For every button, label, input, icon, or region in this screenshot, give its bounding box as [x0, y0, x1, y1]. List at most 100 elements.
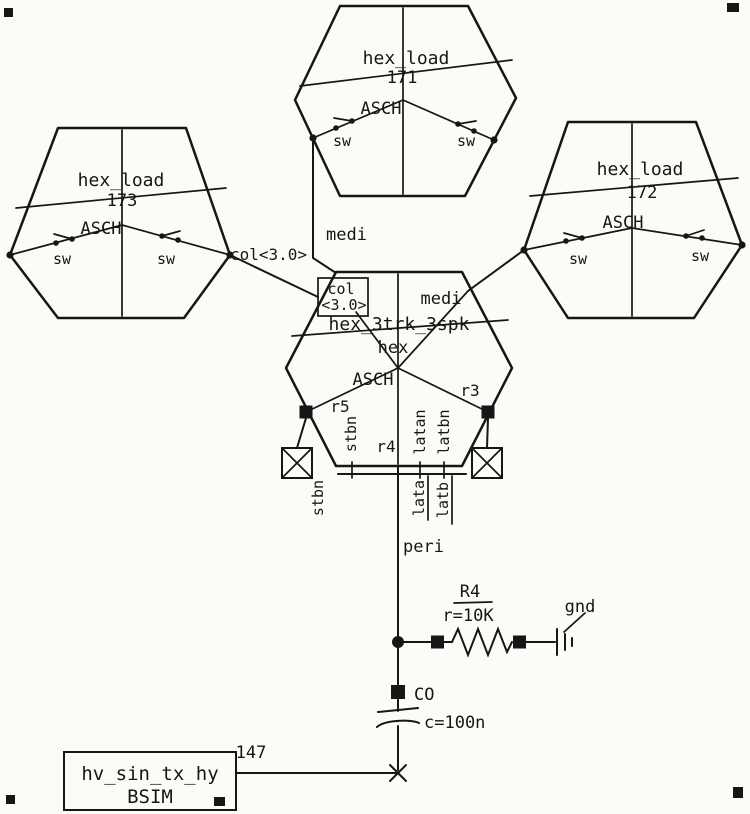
hex-load-172-asch-label: ASCH	[603, 213, 644, 233]
hex-load-171-spoke-left	[312, 99, 404, 139]
hex-load-173-node-left	[6, 251, 14, 259]
hex-load-171-num: 171	[387, 68, 418, 88]
pin-stbn-label: stbn	[342, 416, 360, 452]
switch-dot	[53, 240, 59, 246]
scan-artifact	[733, 787, 743, 798]
pin-r4-label: r4	[376, 437, 395, 456]
node-147-label: 147	[236, 743, 267, 763]
cap-plate-bottom	[376, 719, 420, 728]
cap-plate-top	[377, 707, 419, 713]
switch-blade-icon	[333, 117, 353, 122]
ground-icon	[556, 628, 573, 656]
hex-load-173-spoke-left	[9, 224, 123, 256]
x-junction-icon	[389, 764, 407, 782]
gnd-leader-line	[563, 612, 586, 633]
hex-load-172-block: hex_load 172 ASCH sw sw	[520, 120, 746, 320]
col-pin-box-line2: <3.0>	[321, 296, 366, 314]
hex-load-171-block: hex_load 171 ASCH sw sw	[293, 4, 518, 198]
source-box	[63, 751, 237, 811]
hex-load-171-node-right	[490, 136, 498, 144]
medi-wire-right	[467, 249, 525, 292]
xbox-left-wire	[296, 417, 307, 449]
switch-dot	[699, 235, 705, 241]
xbox-left-cross-b	[281, 447, 313, 479]
scan-artifact	[214, 797, 225, 806]
hex-load-171-outline	[293, 4, 518, 198]
wires: medi col<3.0>	[229, 137, 525, 298]
x-junction-b	[389, 764, 407, 782]
capacitor-branch: CO c=100n	[376, 647, 485, 771]
peri-net-label: peri	[403, 537, 444, 557]
cap-ref-label: CO	[414, 685, 434, 705]
switch-dot	[563, 238, 569, 244]
source-branch: 147 hv_sin_tx_hy BSIM	[63, 743, 407, 811]
hex-load-171-spoke-right	[402, 99, 495, 141]
scan-artifact	[727, 3, 739, 12]
resistor-branch: R4 r=10K gnd	[397, 582, 596, 658]
net-latb-label: latb	[434, 482, 452, 518]
net-stbn-label: stbn	[309, 480, 327, 516]
hex-3trk-3spk-subtitle: hex	[378, 338, 409, 358]
source-name-label: hv_sin_tx_hy	[81, 763, 218, 785]
hex-load-171-asch-label: ASCH	[361, 99, 402, 119]
hex-3trk-3spk-block: col <3.0> hex_3trk_3spk hex ASCH medi r5…	[281, 270, 514, 479]
hex-load-172-diameter	[529, 177, 739, 197]
resistor-ref-label: R4	[460, 582, 480, 602]
scan-artifacts	[4, 3, 743, 806]
scan-artifact	[4, 8, 13, 17]
resistor-pad-left	[431, 635, 444, 649]
hex-load-172-spoke-left	[523, 227, 633, 251]
switch-dot	[471, 128, 477, 134]
hex-load-173-diameter	[15, 187, 227, 209]
pin-r3-label: r3	[460, 381, 479, 400]
col-pin-box-line1: col	[327, 280, 354, 298]
col-bus-wire	[229, 254, 319, 298]
col-bus-net-label: col<3.0>	[230, 245, 307, 264]
hex-load-173-title: hex_load	[78, 170, 165, 191]
xbox-right-wire	[486, 417, 489, 449]
hex-3trk-3spk-spoke-upright	[397, 290, 469, 369]
pin-r5-label: r5	[330, 397, 349, 416]
switch-blade-icon	[457, 120, 477, 125]
switch-blade-icon	[563, 232, 583, 239]
hex-load-172-num: 172	[627, 183, 658, 203]
hex-3trk-3spk-spoke-upleft	[355, 311, 399, 369]
xbox-right-icon	[471, 447, 503, 479]
hex-3trk-3spk-spoke-downleft	[305, 367, 399, 413]
hex-load-172-title: hex_load	[597, 159, 684, 180]
hex-load-172-sw-right-label: sw	[691, 247, 710, 265]
pin-latbn-label: latbn	[435, 409, 453, 454]
hex-load-172-sw-left-label: sw	[569, 250, 588, 268]
switch-blade-icon	[685, 229, 705, 237]
hex-load-173-sw-left-label: sw	[53, 250, 72, 268]
resistor-ref-underline	[453, 601, 493, 604]
net-lata-label: lata	[410, 480, 428, 516]
switch-dot	[333, 125, 339, 131]
hex-load-171-sw-right-label: sw	[457, 132, 476, 150]
pin-pad-right	[481, 405, 495, 419]
xbox-right-cross-b	[471, 447, 503, 479]
hex-load-173-asch-label: ASCH	[81, 219, 122, 239]
cap-pad	[391, 685, 405, 699]
hex-3trk-3spk-outline	[284, 270, 514, 468]
scan-artifact	[6, 795, 15, 804]
medi-net-label-vertical: medi	[326, 225, 367, 245]
pin-pad-left	[299, 405, 313, 419]
hex-load-173-num: 173	[107, 191, 138, 211]
hex-load-173-sw-right-label: sw	[157, 250, 176, 268]
hex-load-171-title: hex_load	[363, 48, 450, 69]
xbox-left-frame	[281, 447, 313, 479]
xbox-left-icon	[281, 447, 313, 479]
resistor-zigzag-icon	[451, 626, 513, 658]
col-pin-box	[317, 277, 369, 317]
medi-wire-vertical	[312, 137, 337, 274]
gnd-net-label: gnd	[565, 597, 596, 617]
hex-3trk-3spk-asch-label: ASCH	[353, 370, 394, 390]
resistor-value-label: r=10K	[442, 606, 494, 626]
hex-3trk-3spk-title: hex_3trk_3spk	[329, 314, 470, 335]
resistor-pad-right	[513, 635, 526, 649]
hex-load-172-node-right	[738, 241, 746, 249]
hex-load-171-sw-left-label: sw	[333, 132, 352, 150]
switch-dot	[175, 237, 181, 243]
